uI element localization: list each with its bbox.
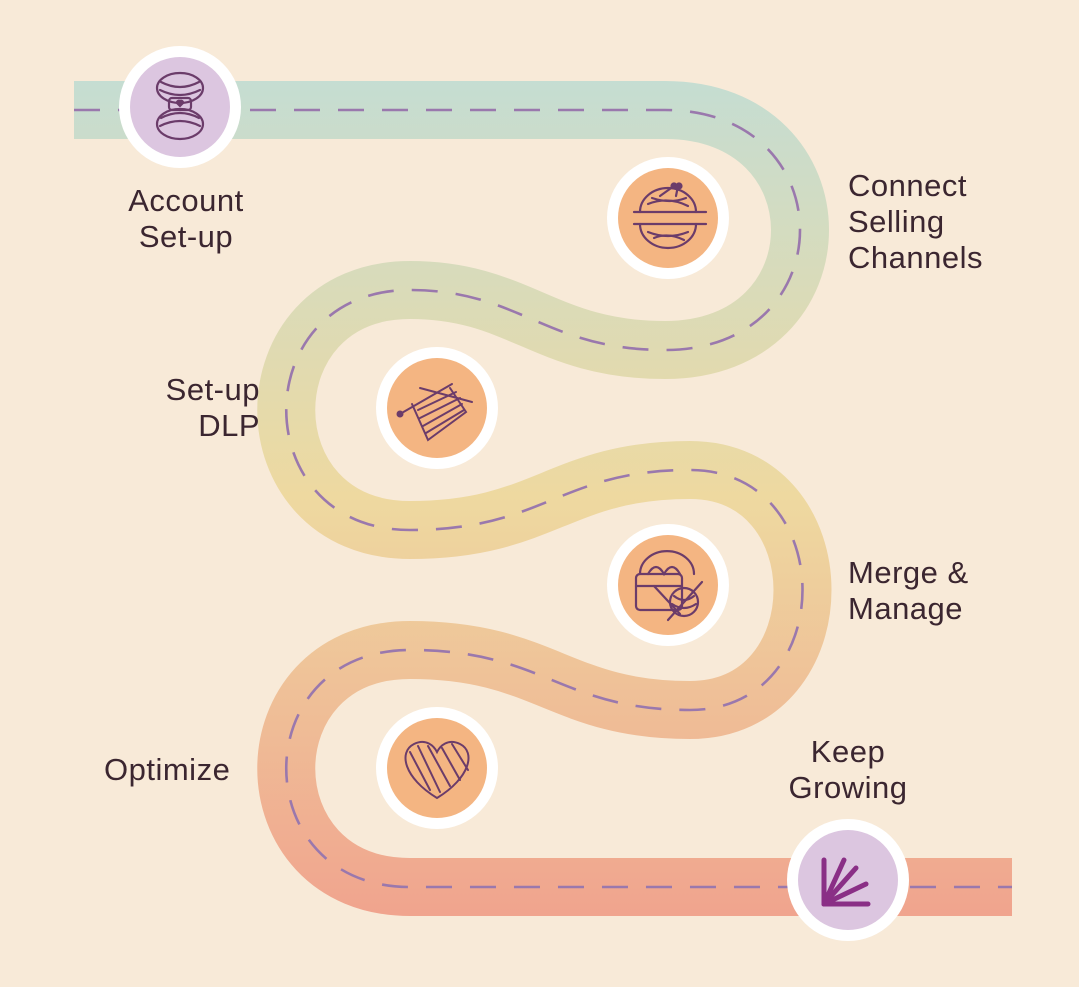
- yarn-heart-icon: [404, 740, 470, 800]
- winding-road: [74, 81, 1012, 916]
- growth-burst-icon: [821, 857, 871, 907]
- step-label-connect-channels: Connect Selling Channels: [848, 168, 983, 275]
- step-label-setup-dlp: Set-up DLP: [165, 372, 260, 443]
- step-label-account-setup: Account Set-up: [128, 183, 244, 254]
- step-label-keep-growing: Keep Growing: [788, 734, 908, 805]
- step-badge-merge-manage: [607, 524, 729, 646]
- step-badge-setup-dlp: [376, 347, 498, 469]
- step-badge-keep-growing: [787, 819, 909, 941]
- step-badge-connect-channels: [607, 157, 729, 279]
- step-label-optimize: Optimize: [104, 752, 231, 787]
- step-label-merge-manage: Merge & Manage: [848, 555, 969, 626]
- knitting-needles-icon: [396, 383, 473, 442]
- yarn-skein-icon: [155, 71, 205, 141]
- yarn-basket-icon: [634, 550, 704, 622]
- step-badge-account-setup: [119, 46, 241, 168]
- step-badge-optimize: [376, 707, 498, 829]
- yarn-ball-split-icon: [632, 182, 708, 250]
